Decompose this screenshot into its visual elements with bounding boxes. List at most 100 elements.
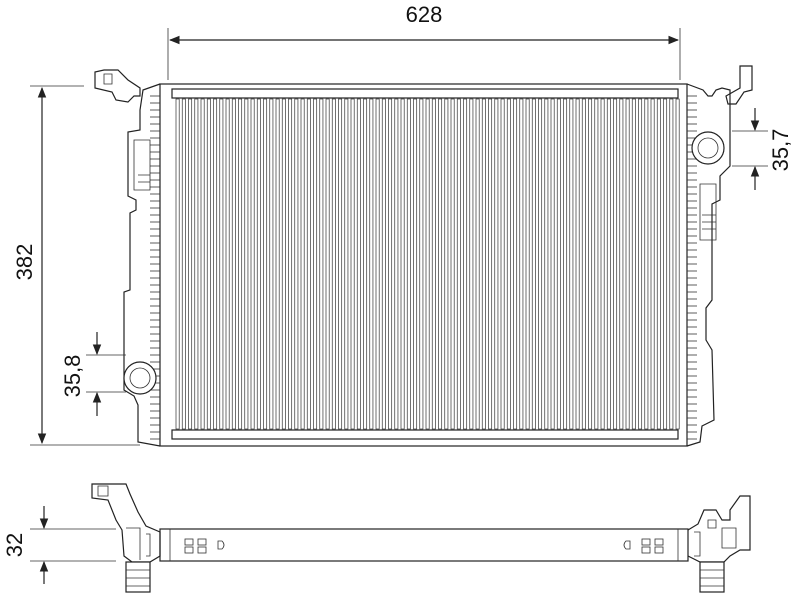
core-fin	[638, 98, 643, 430]
core-fin	[344, 98, 349, 430]
right-inlet-pipe	[691, 131, 725, 165]
core-fin	[406, 98, 411, 430]
core-fin	[250, 98, 255, 430]
core-fin	[481, 98, 486, 430]
core-fin	[219, 98, 224, 430]
core-fin	[194, 98, 199, 430]
core-fin	[613, 98, 618, 430]
core-fin	[656, 98, 661, 430]
core-fin	[213, 98, 218, 430]
core-fin	[463, 98, 468, 430]
height-dimension: 382	[12, 85, 140, 446]
core-fin	[644, 98, 649, 430]
core-fin	[269, 98, 274, 430]
core-fin	[281, 98, 286, 430]
core-fin	[188, 98, 193, 430]
core-fin	[606, 98, 611, 430]
core-fin	[294, 98, 299, 430]
left-top-bracket	[94, 69, 141, 103]
core-fin	[525, 98, 530, 430]
core-fin	[444, 98, 449, 430]
core-fin	[306, 98, 311, 430]
core-fin	[369, 98, 374, 430]
core-fin	[506, 98, 511, 430]
core-fin	[175, 98, 180, 430]
width-dimension: 628	[167, 2, 681, 80]
core-fin	[381, 98, 386, 430]
core-fin	[531, 98, 536, 430]
core-fin	[300, 98, 305, 430]
core-fin	[319, 98, 324, 430]
core-fin	[288, 98, 293, 430]
core-fin	[356, 98, 361, 430]
radiator-core-frame	[159, 83, 688, 447]
core-fin	[594, 98, 599, 430]
core-fin	[588, 98, 593, 430]
core-fins	[175, 98, 680, 430]
core-fin	[544, 98, 549, 430]
core-fin	[231, 98, 236, 430]
core-fin	[475, 98, 480, 430]
core-fin	[200, 98, 205, 430]
core-fin	[275, 98, 280, 430]
core-fin	[438, 98, 443, 430]
core-fin	[400, 98, 405, 430]
core-fin	[419, 98, 424, 430]
depth-dimension: 32	[2, 506, 116, 584]
bottom-side-plate	[171, 429, 679, 440]
front-view: 628 382 35,7 35,8	[12, 2, 793, 447]
core-fin	[338, 98, 343, 430]
core-fin	[431, 98, 436, 430]
height-label: 382	[12, 244, 37, 281]
core-fin	[619, 98, 624, 430]
core-fin	[225, 98, 230, 430]
side-left-end	[91, 483, 161, 593]
core-fin	[513, 98, 518, 430]
right-port-dimension: 35,7	[732, 108, 793, 190]
core-fin	[663, 98, 668, 430]
core-fin	[256, 98, 261, 430]
core-fin	[331, 98, 336, 430]
core-fin	[650, 98, 655, 430]
core-fin	[238, 98, 243, 430]
core-fin	[538, 98, 543, 430]
core-fin	[263, 98, 268, 430]
core-fin	[556, 98, 561, 430]
core-fin	[244, 98, 249, 430]
core-fin	[569, 98, 574, 430]
left-header-tank	[94, 69, 161, 447]
core-fin	[456, 98, 461, 430]
core-fin	[669, 98, 674, 430]
side-right-pipe	[699, 561, 725, 593]
core-fin	[500, 98, 505, 430]
core-fin	[313, 98, 318, 430]
right-port-label: 35,7	[768, 129, 793, 172]
core-fin	[325, 98, 330, 430]
core-fin	[394, 98, 399, 430]
right-tank-ribs	[687, 95, 697, 440]
core-fin	[488, 98, 493, 430]
core-fin	[450, 98, 455, 430]
side-view: 32	[2, 483, 751, 593]
core-fin	[181, 98, 186, 430]
core-fin	[413, 98, 418, 430]
side-right-end	[687, 495, 751, 593]
top-side-plate	[171, 88, 679, 99]
left-port-label: 35,8	[60, 355, 85, 398]
core-fin	[563, 98, 568, 430]
width-label: 628	[406, 2, 443, 27]
core-fin	[600, 98, 605, 430]
depth-label: 32	[2, 533, 27, 557]
left-port-dimension: 35,8	[60, 332, 126, 416]
core-fin	[425, 98, 430, 430]
core-fin	[469, 98, 474, 430]
core-fin	[388, 98, 393, 430]
left-outlet-pipe	[123, 361, 157, 395]
side-core-bar	[159, 528, 689, 562]
core-fin	[575, 98, 580, 430]
core-fin	[675, 98, 680, 430]
core-fin	[350, 98, 355, 430]
core-fin	[206, 98, 211, 430]
core-fin	[494, 98, 499, 430]
